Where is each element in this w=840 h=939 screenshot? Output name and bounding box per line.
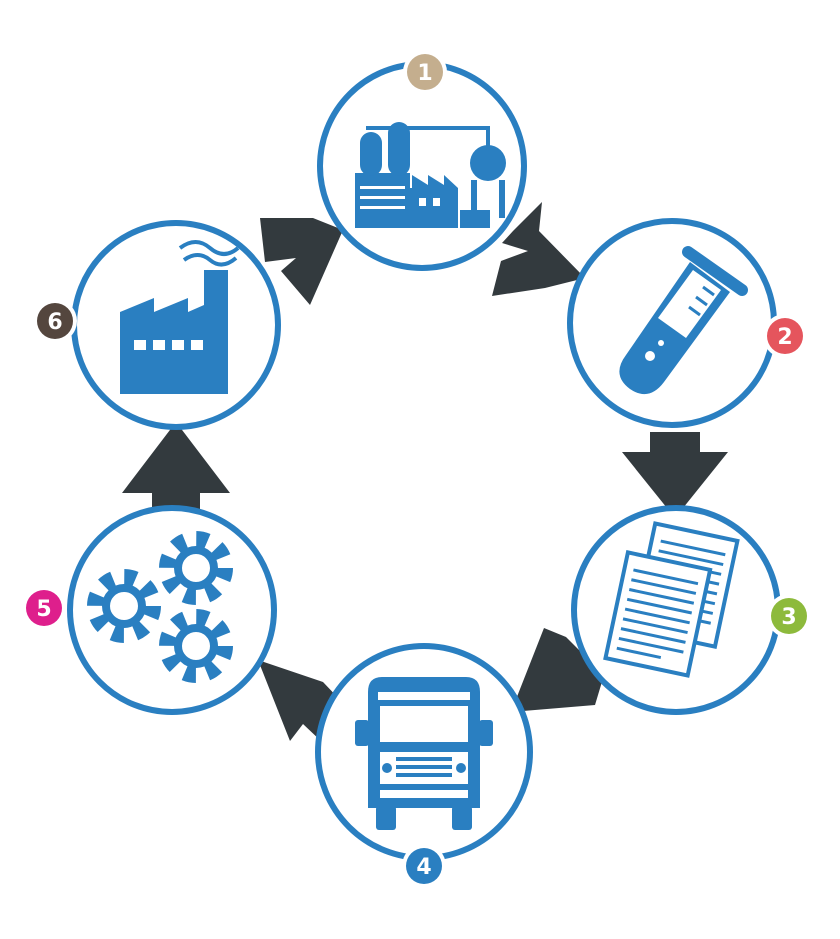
- step-2-number: 2: [777, 325, 792, 350]
- step-6-badge: [37, 303, 73, 339]
- arrow-3-to-4: [511, 628, 604, 712]
- gear-bottom-icon: [159, 609, 233, 683]
- step-3-badge: [771, 598, 807, 634]
- step-6-number: 6: [47, 310, 62, 335]
- step-2: 2: [567, 218, 807, 428]
- step-3: 3: [571, 505, 811, 715]
- step-4-badge: [406, 848, 442, 884]
- step-6: 6: [33, 220, 281, 430]
- test-tube-icon: [619, 246, 748, 395]
- step-3-number: 3: [781, 605, 796, 630]
- step-5-badge: [26, 590, 62, 626]
- step-2-badge: [767, 318, 803, 354]
- gears-icon: [87, 531, 233, 683]
- gear-left-icon: [87, 569, 161, 643]
- refinery-plant-icon: [355, 122, 506, 228]
- step-4: 4: [315, 643, 533, 888]
- step-1-badge: [407, 54, 443, 90]
- step-5-ring: [67, 505, 277, 715]
- step-5-number: 5: [36, 597, 51, 622]
- arrow-6-to-1: [260, 218, 343, 305]
- gear-top-icon: [159, 531, 233, 605]
- arrow-2-to-3: [622, 432, 728, 518]
- arrow-5-to-6: [122, 422, 230, 510]
- arrow-1-to-2: [492, 202, 585, 296]
- step-5: 5: [22, 505, 277, 715]
- truck-icon: [355, 677, 493, 830]
- step-1-number: 1: [417, 61, 432, 86]
- factory-icon: [120, 240, 240, 394]
- step-4-number: 4: [416, 855, 431, 880]
- refinery-windows: [360, 186, 440, 209]
- documents-icon: [603, 521, 740, 678]
- step-1: 1: [317, 50, 527, 271]
